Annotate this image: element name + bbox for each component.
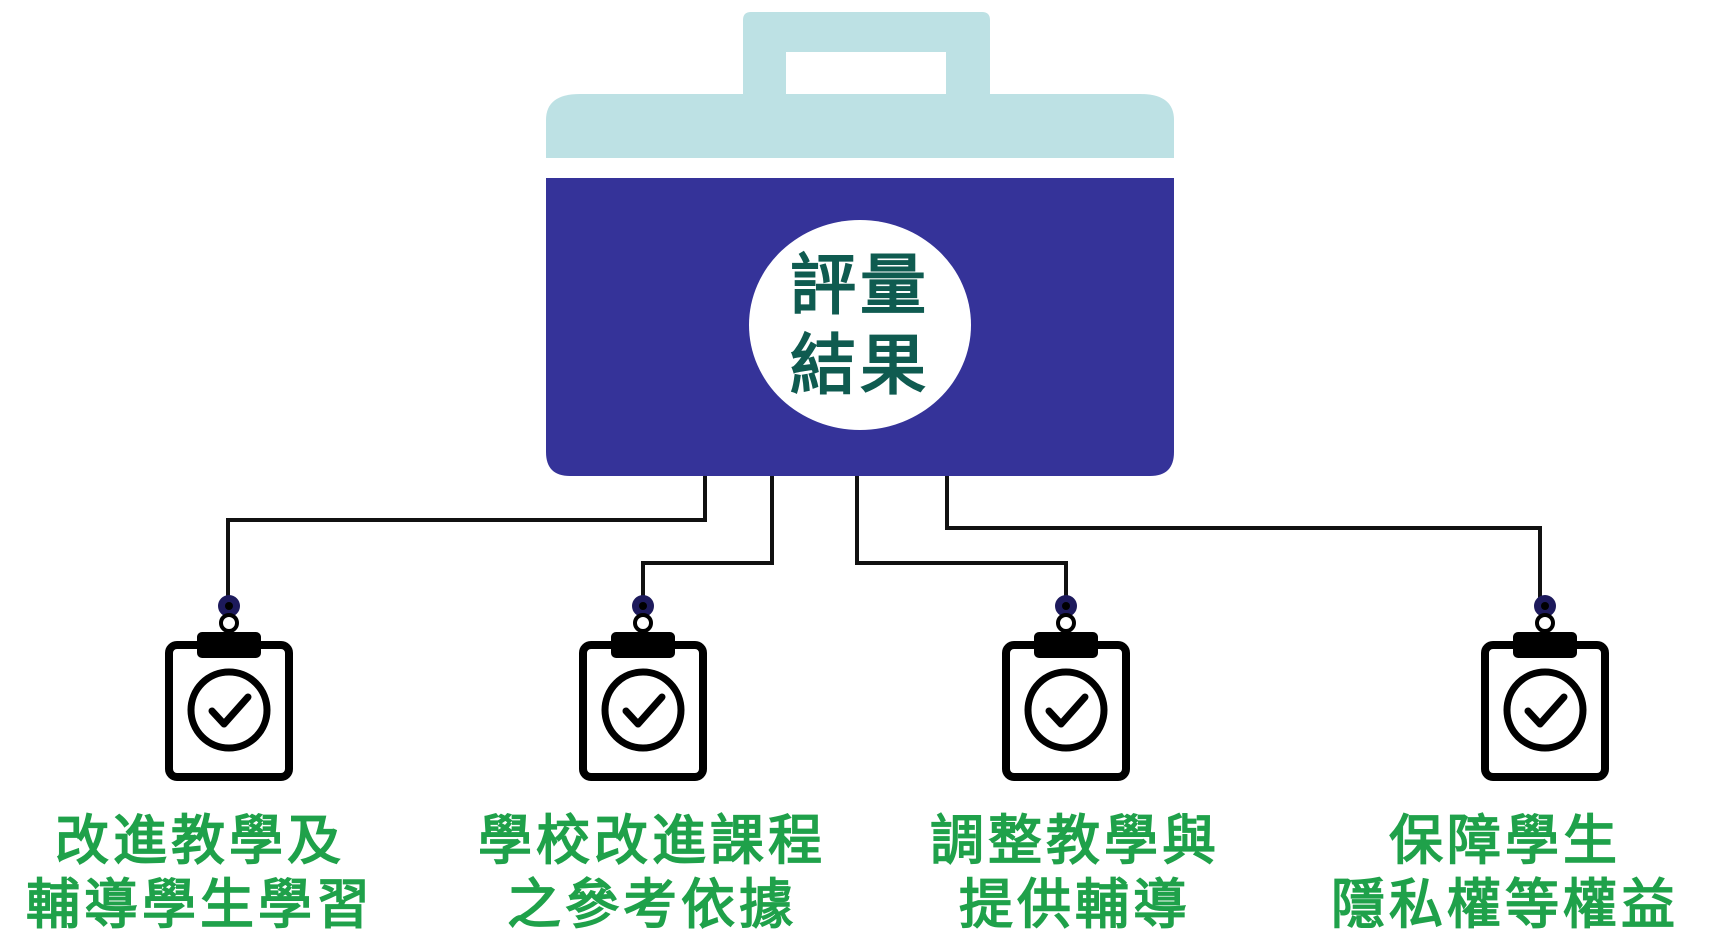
clipboard-icon-3	[1002, 595, 1130, 781]
center-title-line1: 評量	[790, 246, 930, 324]
connector-4	[945, 476, 1542, 605]
center-title-line2: 結果	[790, 326, 930, 404]
connector-2	[641, 476, 774, 605]
outcome-label-2-line2: 之參考依據	[507, 872, 797, 936]
outcome-label-3-line2: 提供輔導	[959, 872, 1191, 936]
outcome-label-4: 保障學生 隱私權等權益	[1290, 808, 1720, 936]
center-title: 評量 結果	[750, 245, 970, 405]
connector-1	[226, 476, 707, 605]
outcome-label-3-line1: 調整教學與	[930, 808, 1220, 872]
briefcase-handle	[743, 12, 990, 94]
outcome-label-1-line2: 輔導學生學習	[26, 872, 374, 936]
outcome-label-1: 改進教學及 輔導學生學習	[0, 808, 415, 936]
outcome-label-3: 調整教學與 提供輔導	[860, 808, 1290, 936]
outcome-label-4-line2: 隱私權等權益	[1331, 872, 1679, 936]
connector-lines	[226, 476, 1542, 605]
outcome-label-2-line1: 學校改進課程	[478, 808, 826, 872]
center-circle	[749, 220, 971, 430]
clipboard-icon-1	[165, 595, 293, 781]
clipboard-icon-4	[1481, 595, 1609, 781]
briefcase-lid	[546, 94, 1174, 158]
clipboard-icon-2	[579, 595, 707, 781]
connector-3	[855, 476, 1068, 605]
outcome-label-1-line1: 改進教學及	[55, 808, 345, 872]
outcome-label-2: 學校改進課程 之參考依據	[437, 808, 867, 936]
briefcase-icon	[546, 12, 1174, 476]
outcome-label-4-line1: 保障學生	[1389, 808, 1621, 872]
